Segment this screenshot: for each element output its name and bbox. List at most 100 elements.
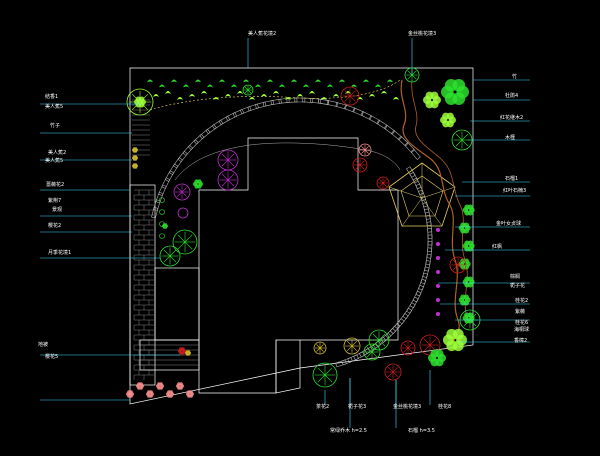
- tree-small-branch: [244, 89, 249, 94]
- tree-red-branch: [349, 95, 356, 102]
- tree-green-branch: [163, 249, 171, 257]
- groundcover-leaf: [309, 91, 315, 94]
- paving-stone: [427, 241, 433, 252]
- shrub-pink-lobe: [189, 390, 193, 394]
- flower-dot: [436, 256, 440, 260]
- flower-dot: [436, 312, 440, 316]
- tree-red: [340, 86, 360, 106]
- groundcover-leaf: [147, 79, 153, 83]
- tree-magenta-branch: [227, 159, 235, 167]
- shrub-pink-lobe: [159, 382, 163, 386]
- paving-stone: [255, 101, 267, 109]
- paving-stone: [286, 97, 298, 103]
- shrub-right-column: [458, 222, 471, 234]
- groundcover-leaf: [231, 84, 237, 88]
- paving-stone: [418, 189, 427, 202]
- paving-stone: [199, 128, 211, 140]
- tree-red-outline: [449, 256, 467, 274]
- shrub-small: [159, 221, 165, 227]
- paving-stone: [335, 359, 347, 368]
- label-bottom-1: 栀子花3: [348, 403, 366, 410]
- shrub-magenta: [177, 207, 189, 219]
- flower-patch: [185, 350, 191, 356]
- label-bottom-note-0: 常绿乔木 h=2.5: [330, 427, 367, 434]
- shrub-right-column-lobe: [467, 204, 474, 210]
- tree-green-branch: [366, 351, 373, 358]
- paving-stone: [151, 206, 159, 219]
- paving-stone: [158, 184, 167, 197]
- paving-stone: [406, 302, 416, 314]
- palm-crown-lobe: [138, 96, 145, 102]
- tree-right-branch: [455, 133, 463, 141]
- label-right-0: 竹: [512, 73, 517, 80]
- paving-stone: [239, 106, 252, 115]
- paving-stone: [420, 272, 428, 285]
- tree-yellow-outline: [313, 341, 327, 355]
- paving-stone: [164, 170, 175, 182]
- tree-pink-branch: [364, 149, 369, 154]
- shrub-right-column: [462, 276, 475, 288]
- paving-stone: [218, 115, 231, 126]
- tree-red-outline: [384, 363, 402, 381]
- tree-green-branch: [317, 367, 326, 376]
- paving-stone: [415, 183, 424, 196]
- paving-stone: [389, 323, 401, 335]
- tree-green-branch: [163, 255, 171, 263]
- paving-stone: [211, 119, 224, 130]
- shrub-small: [159, 233, 165, 239]
- label-right-11: 紫薇: [515, 308, 525, 315]
- tree-pink: [358, 143, 372, 157]
- tree-red-outline: [352, 157, 368, 173]
- shrub-small: [132, 163, 138, 169]
- tree-red-branch: [349, 90, 356, 97]
- tree-green-outline: [159, 245, 181, 267]
- shrub-small: [132, 155, 138, 161]
- tree-small-branch: [244, 86, 249, 91]
- tree-red-branch: [355, 160, 361, 166]
- label-top-1: 金丝桃花境3: [408, 30, 436, 37]
- tree-green-branch: [169, 249, 177, 257]
- groundcover-leaf: [297, 94, 303, 97]
- paving-stone: [402, 307, 413, 320]
- stream-edge: [411, 79, 469, 321]
- shrub-cluster: [428, 349, 447, 367]
- paving-stone: [262, 99, 275, 107]
- leader-lines: [40, 38, 530, 428]
- tree-green-outline: [368, 329, 390, 351]
- tree-magenta-branch: [227, 179, 235, 187]
- tree-right-branch: [461, 139, 469, 147]
- label-right-12: 桂花6: [515, 319, 528, 326]
- shrub-small: [193, 179, 203, 189]
- tree-green-outline: [172, 229, 198, 255]
- shrub-small: [132, 147, 138, 153]
- tree-red-branch: [423, 338, 431, 346]
- flower-dot: [436, 284, 440, 288]
- tree-green-branch: [324, 367, 333, 376]
- label-left-8: 樱花2: [48, 222, 61, 229]
- tree-pink-branch: [361, 149, 366, 154]
- shrub-right-column-lobe: [463, 258, 470, 264]
- tree-green-branch: [366, 346, 373, 353]
- groundcover-leaf: [285, 97, 291, 100]
- tree-red-branch: [407, 347, 413, 353]
- label-left-10: 地被: [38, 341, 48, 348]
- label-left-7: 景观: [52, 206, 62, 213]
- tree-red-branch: [379, 182, 384, 187]
- paving-stone: [225, 112, 238, 122]
- label-right-13: 海桐球: [514, 326, 529, 333]
- tree-green: [172, 229, 198, 255]
- paving-stone: [380, 332, 392, 343]
- tree-red-branch: [382, 179, 387, 184]
- tree-yellow-branch: [316, 347, 321, 352]
- tree-red-branch: [403, 343, 409, 349]
- label-left-0: 结香1: [45, 93, 58, 100]
- label-left-1: 美人蕉5: [45, 103, 63, 110]
- shrub-small-lobe: [134, 155, 138, 158]
- groundcover-leaf: [177, 97, 183, 100]
- shrub-right-column-lobe: [463, 294, 470, 300]
- paving-stone: [410, 148, 421, 160]
- tree-green-branch: [317, 374, 326, 383]
- paving-stone: [397, 135, 409, 147]
- shrub-cluster: [423, 91, 442, 109]
